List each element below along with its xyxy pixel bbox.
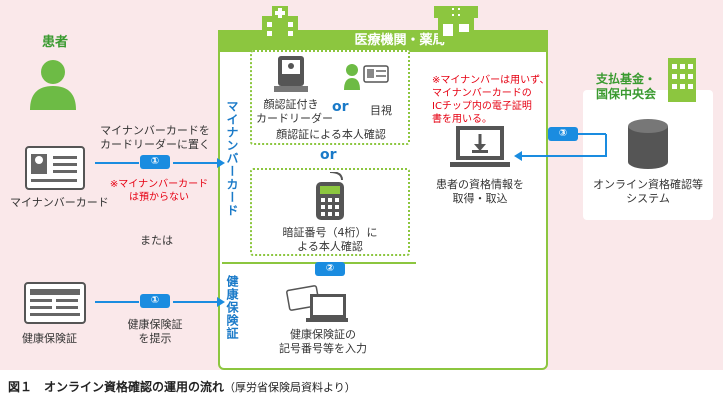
step1-badge-health: ① (140, 294, 170, 308)
face-card-reader-icon (274, 56, 308, 92)
step3-badge: ③ (548, 127, 578, 141)
acquire-info-label: 患者の資格情報を 取得・取込 (436, 178, 524, 205)
patient-person-icon (30, 60, 76, 110)
payment-fund-title: 支払基金・ 国保中央会 (596, 72, 657, 101)
present-health-card-text: 健康保険証 を提示 (127, 318, 183, 345)
place-card-text: マイナンバーカードを カードリーダーに置く (100, 124, 210, 151)
qualification-terminal-icon (450, 126, 510, 167)
hospital-icon (262, 6, 298, 42)
medical-institution-title: 医療機関・薬局 (354, 33, 446, 48)
visual-check-icon (344, 64, 389, 90)
or-between-label: または (140, 234, 173, 247)
my-number-card-icon (25, 146, 85, 190)
health-insurance-card-label: 健康保険証 (22, 332, 77, 345)
pin-card-icon (316, 172, 344, 220)
or-label-2: or (320, 147, 337, 163)
step1-badge-card: ① (140, 155, 170, 169)
or-label-1: or (332, 99, 349, 115)
arrow-to-medical-1 (95, 158, 225, 168)
database-icon (628, 119, 668, 169)
patient-label: 患者 (42, 35, 69, 50)
my-number-card-vertical-label: マイナンバーカード (225, 100, 239, 217)
face-confirm-label: 顔認証による本人確認 (276, 128, 386, 141)
pharmacy-icon (434, 6, 478, 42)
step2-badge: ② (315, 262, 345, 276)
building-icon (668, 58, 696, 102)
health-card-vertical-label: 健康保険証 (225, 275, 239, 340)
my-number-card-label: マイナンバーカード (10, 196, 109, 209)
online-system-label: オンライン資格確認等 システム (593, 178, 703, 205)
card-not-kept-note: ※マイナンバーカード は預からない (109, 179, 209, 203)
figure-caption: 図１ オンライン資格確認の運用の流れ（厚労省保険局資料より） (8, 380, 356, 394)
insurance-input-computer-icon (286, 285, 348, 322)
insurance-input-label: 健康保険証の 記号番号等を入力 (279, 328, 367, 355)
health-insurance-card-icon (24, 282, 86, 324)
electronic-certificate-note: ※マイナンバーは用いず、 マイナンバーカードの ICチップ内の電子証明 書を用い… (432, 75, 550, 125)
figure-caption-source: （厚労省保険局資料より） (224, 381, 356, 394)
pin-confirm-label: 暗証番号（4桁）に よる本人確認 (282, 226, 378, 253)
face-card-reader-label: 顔認証付き カードリーダー (256, 98, 333, 125)
arrow-to-medical-2 (95, 297, 225, 307)
visual-check-label: 目視 (370, 104, 392, 117)
